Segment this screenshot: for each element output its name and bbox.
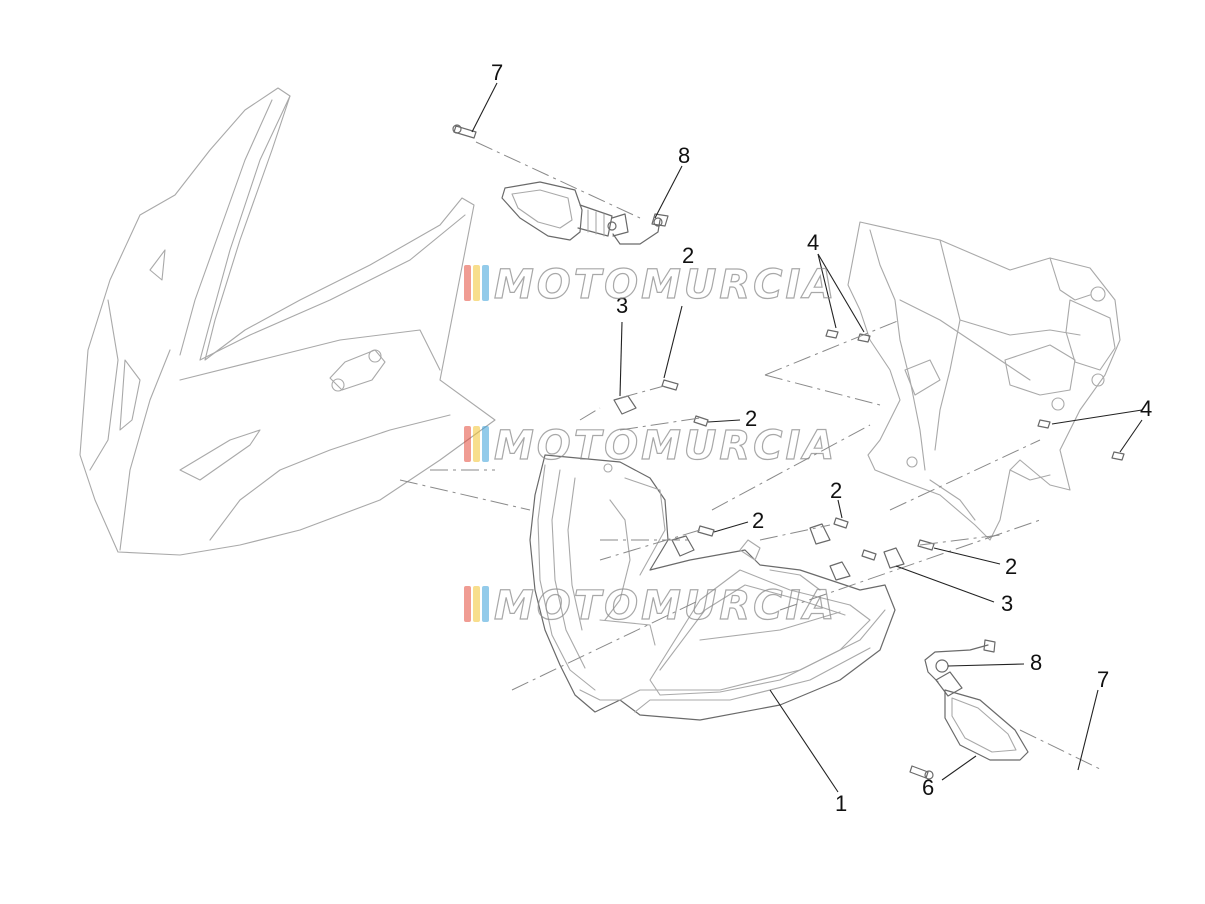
callout-1: 1 [835, 791, 847, 816]
watermark-stripe-red [464, 586, 471, 622]
callout-2-mid: 2 [745, 406, 757, 431]
front-fairing-windshield [79, 87, 496, 556]
assembly-lines [399, 141, 1103, 771]
callout-7-top: 7 [491, 60, 503, 85]
callout-2-lower-right: 2 [1005, 554, 1017, 579]
turn-signal-left [501, 181, 669, 245]
watermark-stripe-yellow [473, 426, 480, 462]
callout-4-right: 4 [1140, 396, 1152, 421]
watermark-middle: MOTOMURCIA [464, 422, 837, 470]
watermark-stripe-blue [482, 265, 489, 301]
callout-2-lower-left: 2 [752, 508, 764, 533]
watermark-text: MOTOMURCIA [494, 423, 837, 469]
callout-3-lower: 3 [1001, 591, 1013, 616]
callout-2-center: 2 [830, 478, 842, 503]
callout-8-bottom: 8 [1030, 650, 1042, 675]
callout-7-bottom: 7 [1097, 667, 1109, 692]
watermark-text: MOTOMURCIA [494, 262, 837, 308]
callout-3-upper: 3 [616, 293, 628, 318]
watermark-stripe-yellow [473, 265, 480, 301]
headlight-support-bracket [847, 221, 1121, 541]
headlight-assembly [529, 454, 896, 721]
leader-lines [471, 82, 1143, 793]
watermark-stripe-red [464, 426, 471, 462]
turn-signal-right [924, 639, 1029, 761]
watermark-stripe-blue [482, 426, 489, 462]
watermark-stripe-blue [482, 586, 489, 622]
watermark-stripe-red [464, 265, 471, 301]
watermark-text: MOTOMURCIA [494, 583, 837, 629]
watermark-top: MOTOMURCIA [464, 261, 837, 309]
callout-6: 6 [922, 775, 934, 800]
callout-2-upper: 2 [682, 243, 694, 268]
callout-4-left: 4 [807, 230, 819, 255]
callout-labels: 7 8 2 3 4 2 4 2 2 2 3 8 7 6 1 [491, 60, 1152, 816]
watermark-stripe-yellow [473, 586, 480, 622]
callout-8-top: 8 [678, 143, 690, 168]
watermark-bottom: MOTOMURCIA [464, 582, 837, 630]
hardware-fasteners [452, 124, 1125, 780]
